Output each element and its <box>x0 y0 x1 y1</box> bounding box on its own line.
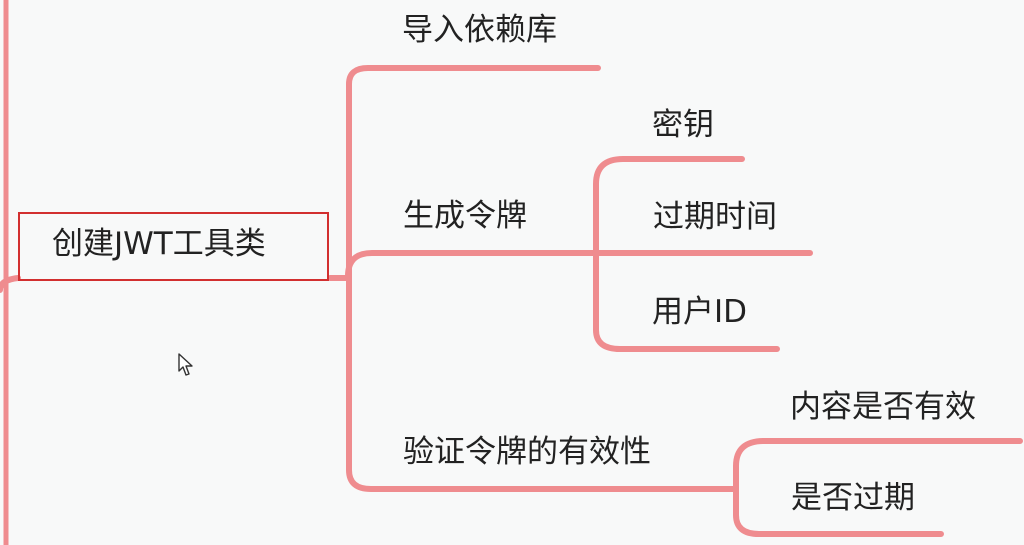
token-user-id-label[interactable]: 用户ID <box>652 294 748 330</box>
root-node-label[interactable]: 创建JWT工具类 <box>52 226 266 262</box>
token-validation-subtrunk-top <box>733 438 1023 492</box>
branch-trunk-middle <box>345 250 600 279</box>
token-validation-subtrunk-bottom <box>733 486 944 537</box>
branch-trunk-lower <box>346 273 739 492</box>
branch-import-dependencies-label[interactable]: 导入依赖库 <box>402 12 557 48</box>
branch-trunk-upper <box>346 65 601 279</box>
branch-generate-token-label[interactable]: 生成令牌 <box>403 198 527 234</box>
token-generation-subtrunk-bottom <box>593 250 780 352</box>
branch-validate-token-label[interactable]: 验证令牌的有效性 <box>403 434 651 470</box>
token-secret-key-label[interactable]: 密钥 <box>652 107 714 143</box>
validation-content-valid-label[interactable]: 内容是否有效 <box>790 389 976 425</box>
validation-expired-label[interactable]: 是否过期 <box>791 480 915 516</box>
root-incoming-connector <box>0 275 21 293</box>
mouse-pointer-icon <box>178 353 193 376</box>
token-generation-subtrunk-top <box>593 156 745 256</box>
token-expiration-time-label[interactable]: 过期时间 <box>653 199 777 235</box>
root-node-selection-box[interactable] <box>18 212 329 281</box>
